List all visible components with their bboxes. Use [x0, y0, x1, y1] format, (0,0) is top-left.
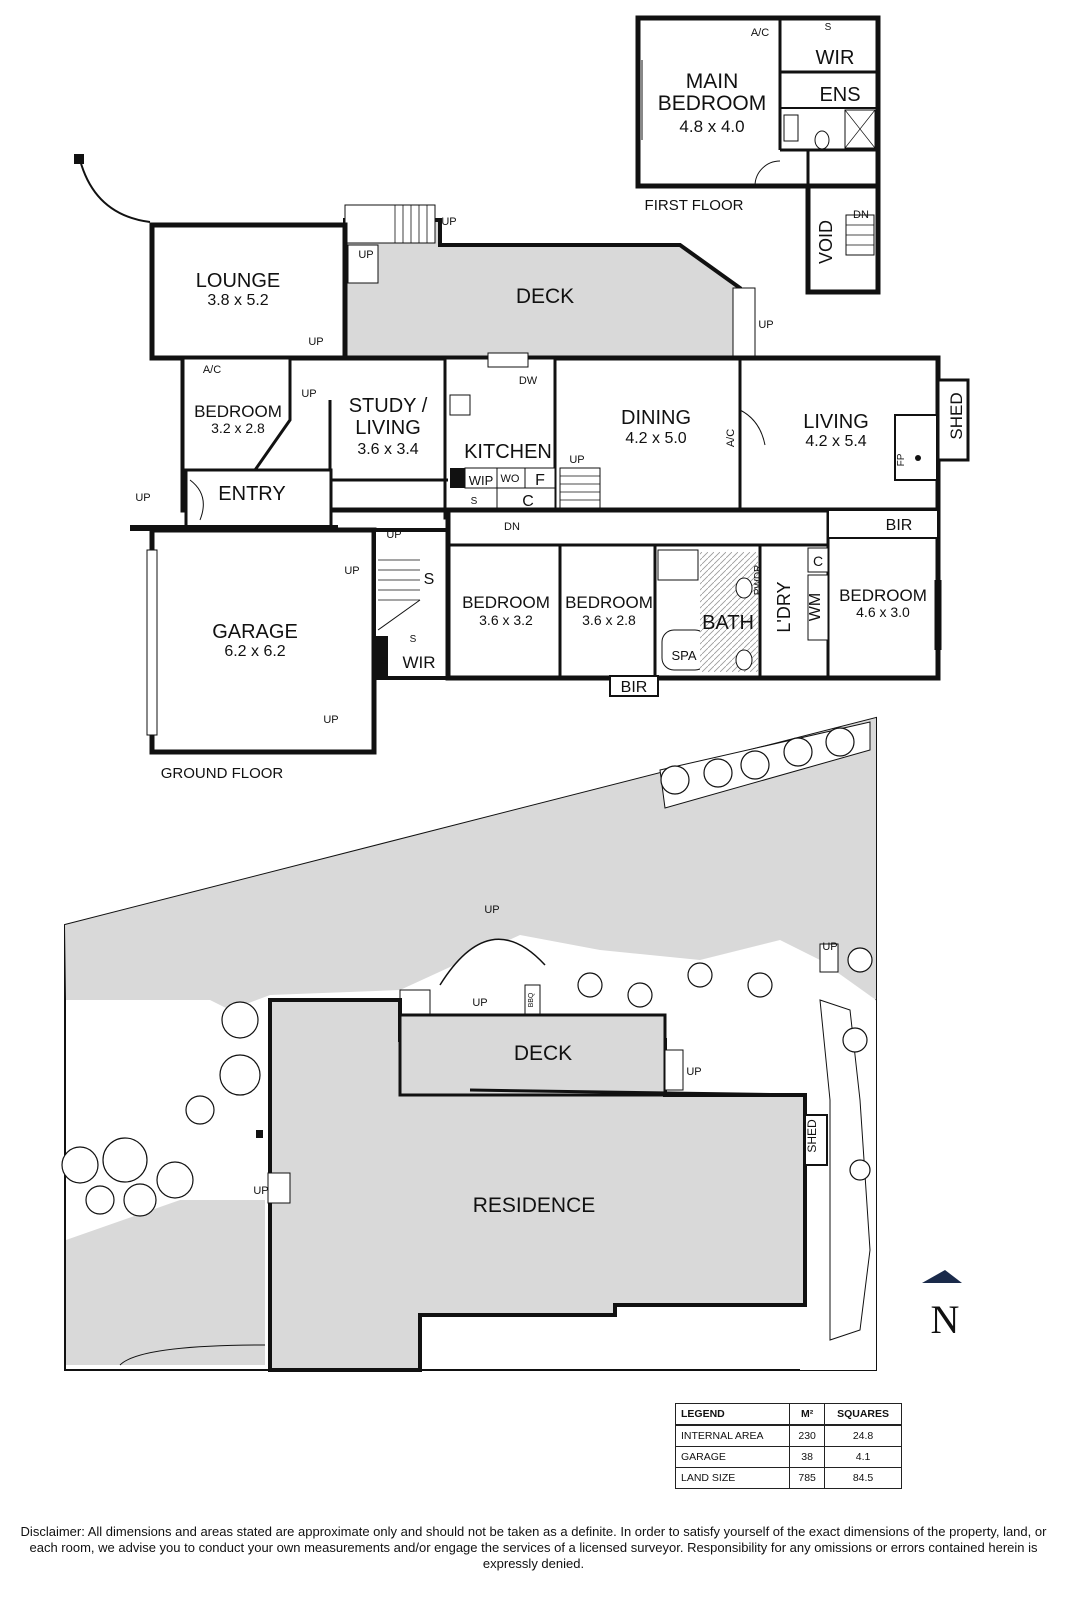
spa-label: SPA: [671, 648, 696, 663]
legend-cell: 24.8: [824, 1424, 902, 1447]
f-label: F: [535, 472, 545, 489]
ground-floor-label: GROUND FLOOR: [161, 765, 284, 782]
first-floor-label: FIRST FLOOR: [645, 197, 744, 214]
up-deck-right-label: UP: [758, 319, 773, 331]
legend-cell: INTERNAL AREA: [674, 1424, 791, 1447]
legend-row: GARAGE 38 4.1: [674, 1446, 902, 1468]
ac-dining-label: A/C: [725, 429, 737, 447]
kitchen-label: KITCHEN: [464, 441, 552, 463]
site-deck-label: DECK: [514, 1042, 572, 1065]
bath-label: BATH: [702, 612, 754, 634]
bedroom-4-size: 4.6 x 3.0: [856, 604, 910, 620]
legend-cell: 4.1: [824, 1446, 902, 1468]
up-right-label: UP: [822, 941, 837, 953]
up-stairs-label: UP: [386, 529, 401, 541]
dining-size: 4.2 x 5.0: [625, 430, 686, 447]
legend-cell: 84.5: [824, 1467, 902, 1489]
dw-label: DW: [519, 375, 538, 387]
up-garage-bottom-label: UP: [323, 714, 338, 726]
residence-label: RESIDENCE: [473, 1194, 596, 1217]
dn-upper-label: DN: [853, 209, 869, 221]
up-deck-stair-label: UP: [441, 216, 456, 228]
ens-label: ENS: [819, 84, 860, 106]
bedroom-2-size: 3.6 x 3.2: [479, 612, 533, 628]
up-entry-label: UP: [135, 492, 150, 504]
ac-upper-label: A/C: [751, 27, 769, 39]
wir-upper-label: WIR: [816, 47, 855, 69]
wo-label: WO: [501, 473, 520, 485]
legend-row: LAND SIZE 785 84.5: [674, 1467, 902, 1489]
dn-hall-label: DN: [504, 521, 520, 533]
deck-label: DECK: [516, 285, 574, 308]
legend-header-m2: M²: [789, 1403, 826, 1426]
legend-row: INTERNAL AREA 230 24.8: [674, 1424, 902, 1447]
s-upper-label: S: [825, 22, 832, 33]
bedroom-3-size: 3.6 x 2.8: [582, 612, 636, 628]
legend-cell: GARAGE: [674, 1446, 791, 1468]
s-wir-label: S: [410, 634, 417, 645]
main-bedroom-size: 4.8 x 4.0: [679, 117, 744, 136]
disclaimer-text: Disclaimer: All dimensions and areas sta…: [20, 1524, 1047, 1571]
up-deck-label: UP: [686, 1066, 701, 1078]
bir-right-label: BIR: [886, 517, 913, 534]
site-plan: [61, 716, 877, 1372]
living-label: LIVING: [803, 411, 869, 433]
north-label: N: [931, 1297, 960, 1342]
s-wir-left-label: S: [381, 656, 388, 667]
bedroom-4-label: BEDROOM: [839, 586, 927, 605]
legend-header-label: LEGEND: [674, 1403, 791, 1426]
up-study-label: UP: [301, 388, 316, 400]
c-laundry-label: C: [813, 553, 823, 569]
pwdr-label: PWDR: [753, 565, 764, 596]
lounge-size: 3.8 x 5.2: [207, 292, 268, 309]
up-kitchen-label: UP: [569, 454, 584, 466]
bedroom-2-label: BEDROOM: [462, 593, 550, 612]
legend-cell: 785: [789, 1467, 826, 1489]
ldry-label: L'DRY: [774, 581, 794, 632]
wip-label: WIP: [469, 473, 494, 488]
entry-label: ENTRY: [218, 483, 285, 505]
dining-label: DINING: [621, 407, 691, 429]
wir-lower-label: WIR: [402, 653, 435, 672]
fp-label: FP: [896, 453, 907, 466]
site-shed-label: SHED: [805, 1119, 819, 1153]
tree-symbols: [61, 727, 873, 1217]
s-kitchen-label: S: [471, 496, 478, 507]
up-left-label: UP: [253, 1185, 268, 1197]
void-label: VOID: [816, 220, 836, 264]
wm-label: WM: [807, 593, 824, 621]
up-stair-label: UP: [472, 997, 487, 1009]
bedroom-small-label: BEDROOM: [194, 402, 282, 421]
legend-cell: 38: [789, 1446, 826, 1468]
north-arrow-icon: [922, 1270, 962, 1283]
garage-size: 6.2 x 6.2: [224, 643, 285, 660]
s-stair-label: S: [424, 571, 435, 588]
first-floor: [635, 15, 881, 295]
legend-header-row: LEGEND M² SQUARES: [674, 1403, 902, 1426]
bir-bottom-label: BIR: [621, 679, 648, 696]
up-deck-left-label: UP: [358, 249, 373, 261]
up-garage-top-label: UP: [344, 565, 359, 577]
study-label: STUDY /LIVING: [349, 395, 428, 439]
legend-cell: LAND SIZE: [674, 1467, 791, 1489]
bedroom-small-size: 3.2 x 2.8: [211, 420, 265, 436]
bedroom-3-label: BEDROOM: [565, 593, 653, 612]
ground-floor: [74, 154, 970, 755]
c-kitchen-label: C: [522, 493, 534, 510]
up-arch-label: UP: [484, 904, 499, 916]
up-lounge-label: UP: [308, 336, 323, 348]
living-size: 4.2 x 5.4: [805, 433, 866, 450]
study-size: 3.6 x 3.4: [357, 441, 418, 458]
garage-label: GARAGE: [212, 621, 298, 643]
bbq-label: BBQ: [528, 992, 535, 1007]
legend-cell: 230: [789, 1424, 826, 1447]
shed-label: SHED: [947, 392, 966, 439]
legend-header-squares: SQUARES: [824, 1403, 902, 1426]
ac-bedroom-label: A/C: [203, 364, 221, 376]
legend-table: LEGEND M² SQUARES INTERNAL AREA 230 24.8…: [674, 1403, 902, 1489]
lounge-label: LOUNGE: [196, 270, 280, 292]
